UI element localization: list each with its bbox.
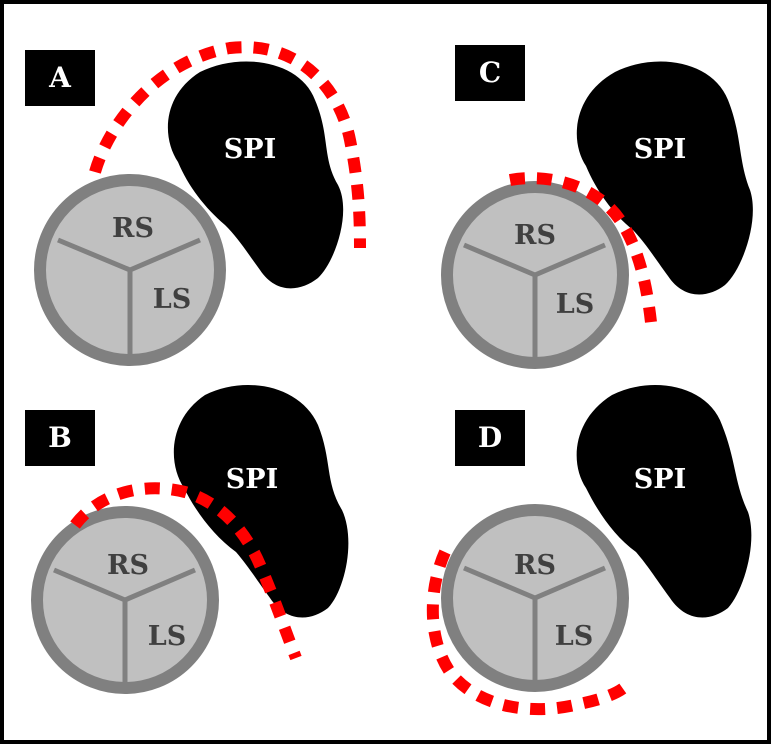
aortic-valve: RS LS [441, 181, 629, 369]
commissure-line [124, 567, 196, 603]
panel-label-box [25, 410, 95, 466]
panel-label: D [478, 421, 502, 454]
panel-d: D SPI RS LS [426, 385, 752, 716]
commissure-line [534, 565, 606, 601]
spi-label: SPI [634, 464, 686, 495]
dashed-path [89, 41, 366, 249]
rs-label: RS [514, 220, 556, 251]
panel-label-box [455, 410, 525, 466]
spi-shape [576, 385, 752, 618]
commissure-line [57, 237, 131, 273]
spi-shape [173, 385, 349, 618]
panel-label-box [455, 45, 525, 101]
spi-label: SPI [224, 134, 276, 165]
commissure-line [463, 242, 536, 278]
ls-label: LS [153, 284, 191, 315]
ls-label: LS [148, 621, 186, 652]
panel-b: B SPI RS LS [25, 385, 349, 694]
rs-label: RS [514, 550, 556, 581]
panel-label: C [479, 56, 501, 89]
panel-a: A SPI RS LS [25, 41, 366, 366]
panel-c: C SPI RS LS [441, 45, 753, 369]
commissure-line [463, 565, 536, 601]
dashed-path [70, 482, 302, 661]
aortic-valve: RS LS [34, 174, 226, 366]
aortic-valve: RS LS [441, 504, 629, 692]
spi-label: SPI [226, 464, 278, 495]
commissure-line [534, 242, 606, 278]
rs-label: RS [112, 213, 154, 244]
dashed-path [508, 172, 658, 333]
spi-shape [576, 61, 753, 295]
panel-label: A [48, 61, 72, 94]
commissure-line [129, 237, 201, 273]
panel-label-box [25, 50, 95, 106]
spi-shape [167, 61, 344, 289]
ls-label: LS [556, 289, 594, 320]
aortic-valve: RS LS [31, 506, 219, 694]
commissure-line [53, 567, 126, 603]
rs-label: RS [107, 550, 149, 581]
ls-label: LS [555, 621, 593, 652]
panel-label: B [48, 421, 72, 454]
spi-label: SPI [634, 134, 686, 165]
dashed-path [426, 549, 635, 716]
